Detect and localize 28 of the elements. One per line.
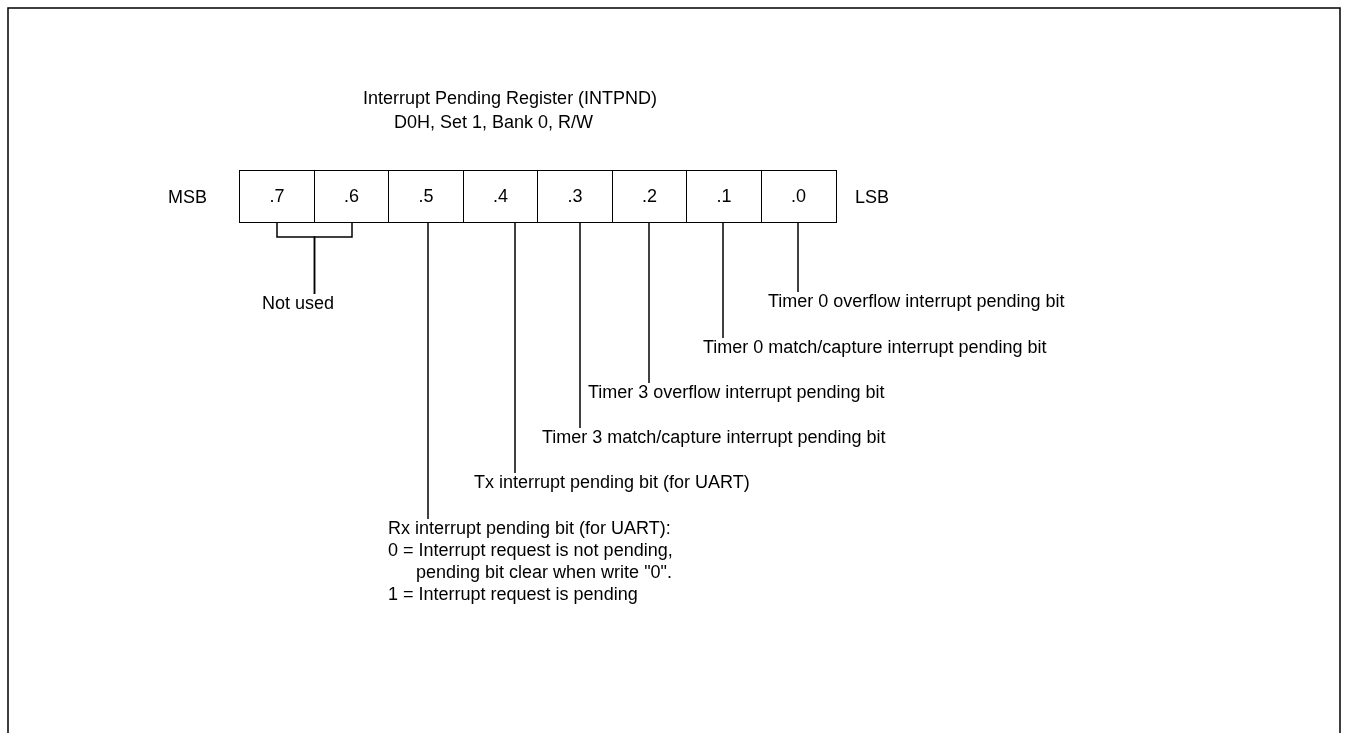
- bit-description: Tx interrupt pending bit (for UART): [474, 471, 750, 493]
- bit-cell: .1: [686, 170, 762, 223]
- value-note: 1 = Interrupt request is pending: [388, 583, 639, 605]
- bit-description: Rx interrupt pending bit (for UART):: [388, 517, 672, 539]
- bit-description: Timer 0 match/capture interrupt pending bit: [703, 336, 1047, 358]
- bit-cell: .0: [760, 170, 837, 223]
- leader-line: [427, 222, 429, 520]
- msb-label: MSB: [168, 186, 207, 208]
- leader-line: [648, 222, 650, 384]
- bit-cell: .3: [537, 170, 613, 223]
- bit-cell: .4: [462, 170, 539, 223]
- bit-description: Not used: [262, 292, 335, 314]
- leader-line: [514, 222, 516, 474]
- leader-line: [579, 222, 581, 429]
- bit-cell: .5: [388, 170, 464, 223]
- leader-line: [313, 222, 353, 295]
- register-address: D0H, Set 1, Bank 0, R/W: [394, 111, 594, 133]
- leader-line: [722, 222, 724, 339]
- lsb-label: LSB: [855, 186, 890, 208]
- bit-description: Timer 3 overflow interrupt pending bit: [588, 381, 885, 403]
- bit-cell: .7: [239, 170, 315, 223]
- bit-description: Timer 3 match/capture interrupt pending bit: [542, 426, 886, 448]
- bit-cell: .2: [611, 170, 688, 223]
- value-note: 0 = Interrupt request is not pending, pending bit clear when write "0".: [388, 539, 674, 583]
- register-title: Interrupt Pending Register (INTPND): [363, 87, 658, 109]
- bit-cell: .6: [313, 170, 390, 223]
- bit-description: Timer 0 overflow interrupt pending bit: [768, 290, 1065, 312]
- leader-line: [797, 222, 799, 293]
